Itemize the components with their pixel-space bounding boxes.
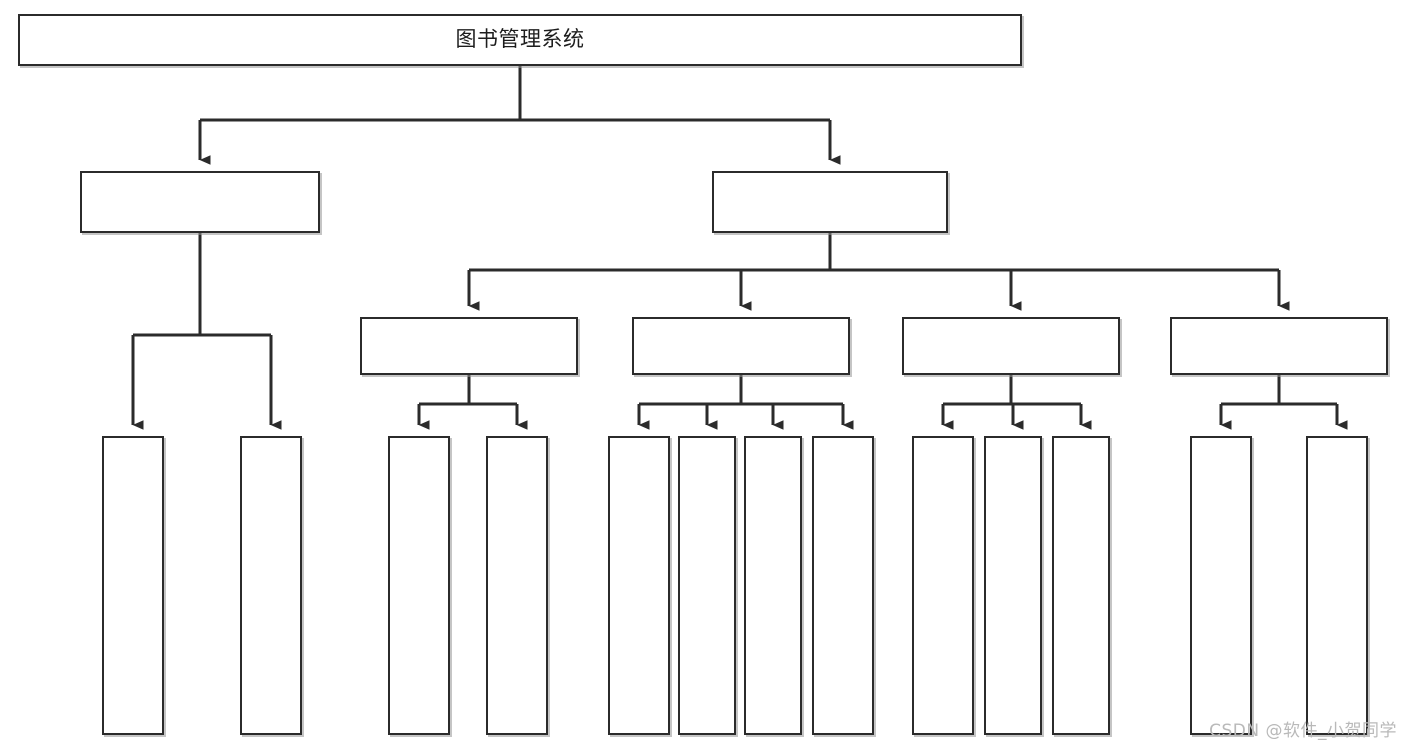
node-book-borrow[interactable] bbox=[632, 317, 850, 375]
node-leaf-logout[interactable] bbox=[240, 436, 302, 735]
node-leaf-edit-book[interactable] bbox=[744, 436, 802, 735]
node-root[interactable]: 图书管理系统 bbox=[18, 14, 1022, 66]
node-user-login[interactable] bbox=[80, 171, 320, 233]
node-leaf-return-book[interactable] bbox=[984, 436, 1042, 735]
node-new-book-recommend[interactable] bbox=[360, 317, 578, 375]
node-leaf-borrow-book-1[interactable] bbox=[486, 436, 548, 735]
node-leaf-query-book-3[interactable] bbox=[912, 436, 974, 735]
node-leaf-add-record[interactable] bbox=[1190, 436, 1252, 735]
node-leaf-borrow-book-2[interactable] bbox=[812, 436, 874, 735]
node-leaf-query-book-2[interactable] bbox=[608, 436, 670, 735]
node-leaf-query-record[interactable] bbox=[1306, 436, 1368, 735]
node-leaf-confirm-return[interactable] bbox=[1052, 436, 1110, 735]
node-label: 图书管理系统 bbox=[455, 27, 585, 52]
node-leaf-user-login[interactable] bbox=[102, 436, 164, 735]
node-leaf-query-book-1[interactable] bbox=[388, 436, 450, 735]
node-current-borrow[interactable] bbox=[902, 317, 1120, 375]
watermark-label: CSDN @软件_小贺同学 bbox=[1209, 721, 1397, 741]
node-leaf-add-book[interactable] bbox=[678, 436, 736, 735]
node-borrow-record[interactable] bbox=[1170, 317, 1388, 375]
node-book-manage[interactable] bbox=[712, 171, 948, 233]
